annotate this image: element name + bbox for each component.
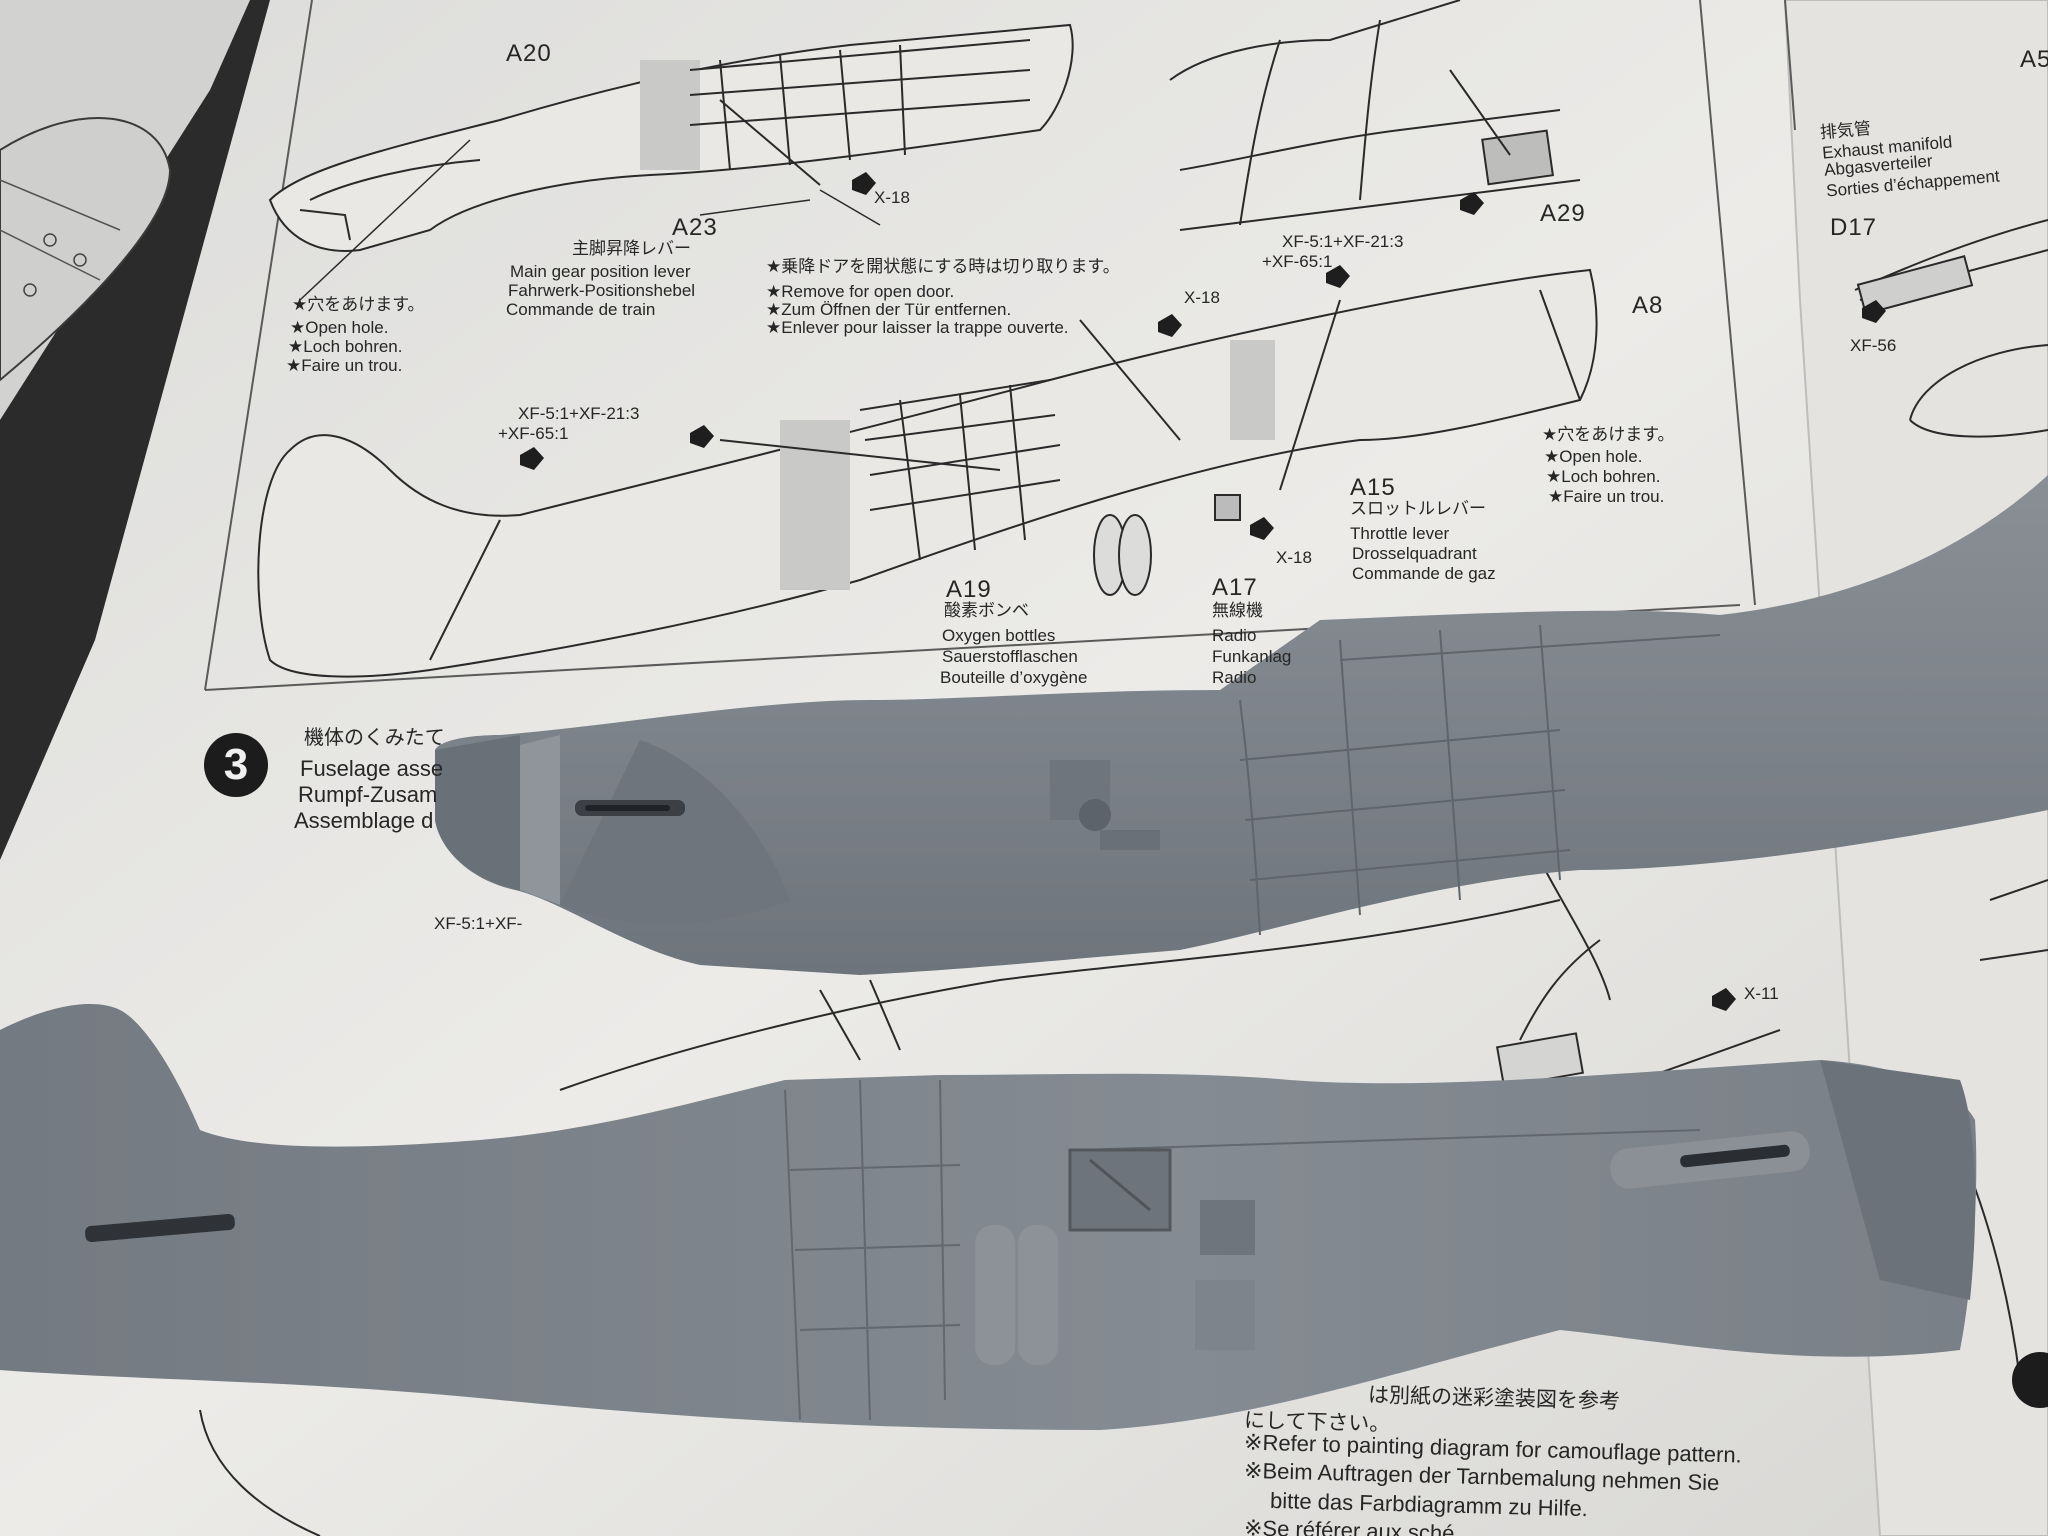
paint-code-x11: X-11 xyxy=(1744,984,1779,1003)
paint-code-xf56: XF-56 xyxy=(1850,336,1897,355)
plastic-fuselage-half-upper xyxy=(435,475,2048,975)
open-hole-right-en: ★Open hole. xyxy=(1544,447,1643,466)
part-label-d17: D17 xyxy=(1830,214,1878,241)
step3-title-fr: Assemblage d xyxy=(294,808,434,833)
left-sheet xyxy=(0,0,250,420)
step-number-badge: 3 xyxy=(204,733,268,797)
open-hole-left-jp: ★穴をあけます。 xyxy=(292,295,425,315)
main-gear-jp: 主脚昇降レバー xyxy=(572,239,691,259)
diagram-fuselage-a20 xyxy=(268,23,1074,301)
oxygen-de: Sauerstofflaschen xyxy=(942,647,1078,666)
part-label-a29: A29 xyxy=(1540,200,1586,227)
plastic-fuselage-half-lower xyxy=(0,1004,1977,1430)
paint-mix-step3: XF-5:1+XF- xyxy=(434,914,523,933)
part-label-a8: A8 xyxy=(1632,292,1664,319)
oxygen-en: Oxygen bottles xyxy=(942,626,1056,645)
part-label-a20: A20 xyxy=(506,40,552,67)
part-label-a17: A17 xyxy=(1212,574,1258,601)
open-hole-left-en: ★Open hole. xyxy=(290,318,389,337)
step3-title-jp: 機体のくみたて xyxy=(304,725,445,749)
throttle-jp: スロットルレバー xyxy=(1350,499,1486,519)
main-gear-fr: Commande de train xyxy=(506,300,656,319)
radio-fr: Radio xyxy=(1212,668,1257,687)
part-label-a15: A15 xyxy=(1350,474,1396,501)
diagram-exhaust xyxy=(1854,219,2048,438)
paint-code-x18-b: X-18 xyxy=(1184,288,1220,307)
paint-mix-left: XF-5:1+XF-21:3 xyxy=(518,404,640,423)
paint-mix-top: XF-5:1+XF-21:3 xyxy=(1282,232,1404,251)
open-hole-right-jp: ★穴をあけます。 xyxy=(1542,425,1675,445)
door-note-de: ★Zum Öffnen der Tür entfernen. xyxy=(766,300,1012,319)
paint-code-x18-a: X-18 xyxy=(874,188,910,207)
door-note-jp: ★乗降ドアを開状態にする時は切り取ります。 xyxy=(766,257,1120,277)
paint-mix-top-2: +XF-65:1 xyxy=(1262,252,1333,271)
radio-jp: 無線機 xyxy=(1212,601,1263,621)
part-label-a5: A5 xyxy=(2020,46,2048,73)
paint-mix-left-2: +XF-65:1 xyxy=(498,424,569,443)
open-hole-left-fr: ★Faire un trou. xyxy=(286,356,403,375)
door-note-fr: ★Enlever pour laisser la trappe ouverte. xyxy=(766,318,1069,337)
throttle-en: Throttle lever xyxy=(1350,524,1450,543)
open-hole-right-fr: ★Faire un trou. xyxy=(1548,487,1665,506)
diagram-fuselage-a8 xyxy=(257,268,1598,678)
radio-en: Radio xyxy=(1212,626,1257,645)
paint-markers xyxy=(520,172,1886,1011)
part-label-a19: A19 xyxy=(946,576,992,603)
part-label-a23: A23 xyxy=(672,214,718,241)
radio-de: Funkanlag xyxy=(1212,647,1292,666)
step3-title-en: Fuselage asse xyxy=(300,756,444,781)
paint-code-x18-c: X-18 xyxy=(1276,548,1312,567)
diagram-engine-cowl xyxy=(1169,0,1581,231)
oxygen-fr: Bouteille d’oxygène xyxy=(940,668,1088,687)
step3-title-de: Rumpf-Zusam xyxy=(298,782,438,807)
main-gear-en: Main gear position lever xyxy=(510,262,691,281)
main-gear-de: Fahrwerk-Positionshebel xyxy=(508,281,696,300)
throttle-fr: Commande de gaz xyxy=(1352,564,1496,583)
diagram-assembly-step3 xyxy=(199,859,2048,1536)
throttle-de: Drosselquadrant xyxy=(1352,544,1477,563)
door-note-en: ★Remove for open door. xyxy=(766,282,955,301)
oxygen-jp: 酸素ボンベ xyxy=(944,601,1029,621)
open-hole-left-de: ★Loch bohren. xyxy=(288,337,403,356)
open-hole-right-de: ★Loch bohren. xyxy=(1546,467,1661,486)
